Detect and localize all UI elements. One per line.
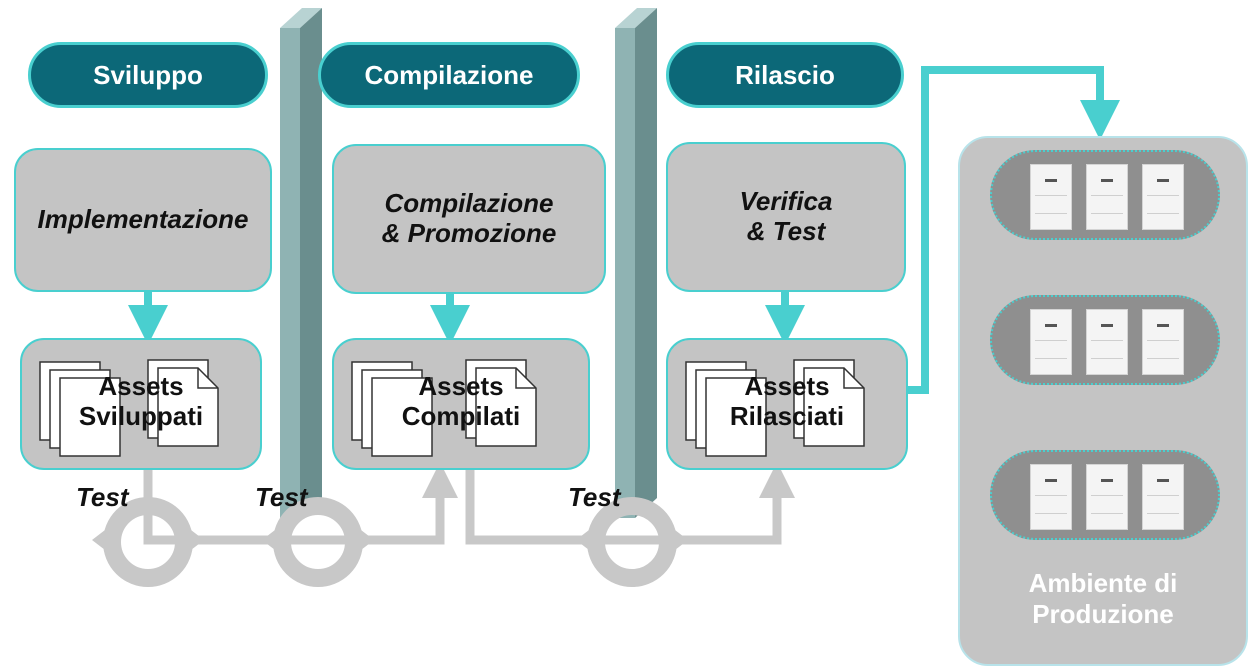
- arrow-rilasciati-to-produzione: [908, 66, 1120, 394]
- wall-2: [615, 8, 657, 518]
- test-flow-lines: [143, 462, 795, 545]
- process-label-line1: Verifica: [739, 186, 833, 217]
- stage-header-compilazione: Compilazione: [318, 42, 580, 108]
- stage-label: Rilascio: [735, 59, 835, 90]
- wall-1: [280, 8, 322, 518]
- document-stack-icon: [685, 359, 865, 457]
- assets-label: Assets Rilasciati: [729, 371, 845, 431]
- server-icon: [1086, 309, 1128, 375]
- stage-label: Sviluppo: [93, 59, 203, 90]
- test-label-2: Test: [255, 482, 308, 512]
- process-label: Implementazione: [37, 204, 249, 235]
- document-stack-icon: [351, 359, 537, 457]
- assets-compilati-box: Assets Compilati: [332, 338, 590, 470]
- server-icon: [1142, 309, 1184, 375]
- server-group-2: [990, 295, 1220, 385]
- process-implementazione: Implementazione: [14, 148, 272, 292]
- assets-label: Assets Compilati: [401, 371, 521, 431]
- assets-label: Assets Sviluppati: [78, 371, 204, 431]
- server-group-1: [990, 150, 1220, 240]
- server-icon: [1086, 464, 1128, 530]
- test-label-1: Test: [76, 482, 129, 512]
- server-icon: [1142, 464, 1184, 530]
- server-icon: [1030, 164, 1072, 230]
- stage-header-sviluppo: Sviluppo: [28, 42, 268, 108]
- server-icon: [1086, 164, 1128, 230]
- server-group-3: [990, 450, 1220, 540]
- process-label-line2: & Test: [746, 216, 826, 246]
- test-cycle-arrowheads: [92, 520, 688, 560]
- process-label-line1: Compilazione: [384, 188, 554, 219]
- process-compilazione-promozione: Compilazione & Promozione: [332, 144, 606, 294]
- server-icon: [1030, 309, 1072, 375]
- process-verifica-test: Verifica & Test: [666, 142, 906, 292]
- server-icon: [1142, 164, 1184, 230]
- document-stack-icon: [39, 359, 219, 457]
- stage-label: Compilazione: [364, 59, 534, 90]
- server-icon: [1030, 464, 1072, 530]
- process-label-line2: & Promozione: [381, 218, 557, 248]
- stage-header-rilascio: Rilascio: [666, 42, 904, 108]
- assets-rilasciati-box: Assets Rilasciati: [666, 338, 908, 470]
- production-environment-label: Ambiente di Produzione: [1028, 568, 1178, 630]
- assets-sviluppati-box: Assets Sviluppati: [20, 338, 262, 470]
- test-label-3: Test: [568, 482, 621, 512]
